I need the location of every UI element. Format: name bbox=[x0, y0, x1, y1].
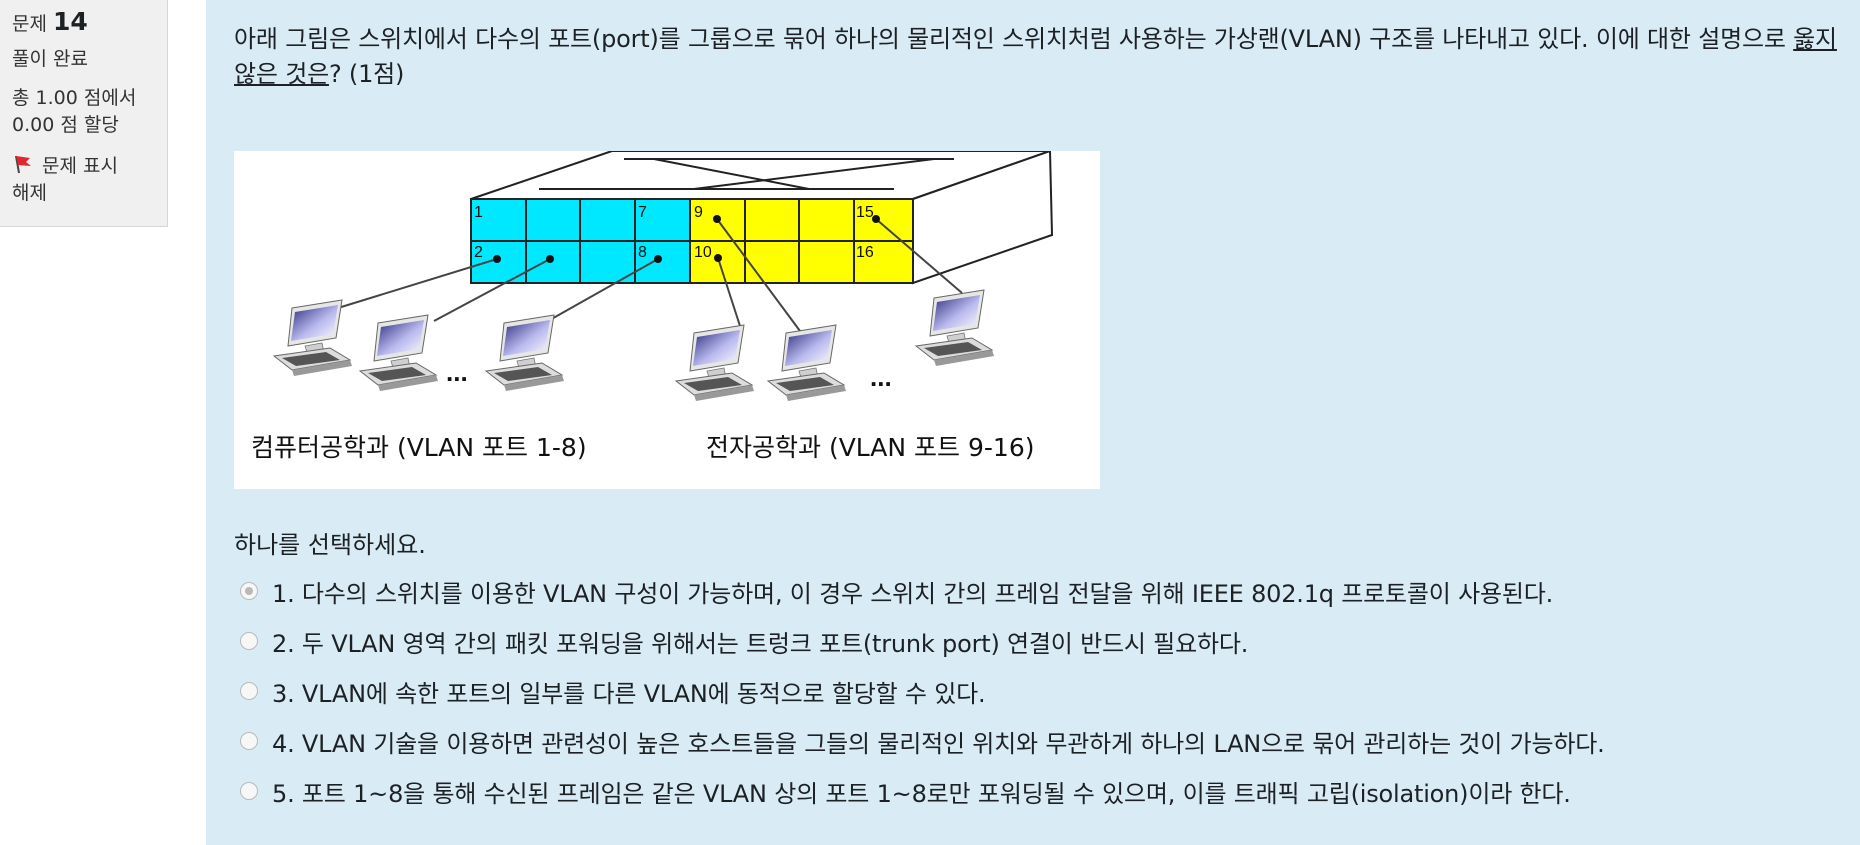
port-label-15: 15 bbox=[856, 204, 874, 221]
question-content: 아래 그림은 스위치에서 다수의 포트(port)를 그룹으로 묶어 하나의 물… bbox=[206, 0, 1860, 845]
question-grade: 총 1.00 점에서 0.00 점 할당 bbox=[12, 85, 155, 139]
answer-radio-4[interactable] bbox=[240, 732, 258, 750]
answer-label-1: 1. 다수의 스위치를 이용한 VLAN 구성이 가능하며, 이 경우 스위치 … bbox=[272, 579, 1554, 608]
question-text-part2: ? (1점) bbox=[328, 60, 405, 88]
answer-prompt: 하나를 선택하세요. bbox=[234, 531, 426, 559]
answer-label-3: 3. VLAN에 속한 포트의 일부를 다른 VLAN에 동적으로 할당할 수 … bbox=[272, 679, 986, 708]
grade-line-1: 총 1.00 점에서 bbox=[12, 87, 137, 109]
vlan-diagram: 1 2 7 8 9 10 15 16 bbox=[251, 151, 1054, 462]
answer-label-2: 2. 두 VLAN 영역 간의 패킷 포워딩을 위해서는 트렁크 포트(trun… bbox=[272, 629, 1249, 658]
port-dots bbox=[493, 215, 880, 263]
grade-line-2: 0.00 점 할당 bbox=[12, 114, 119, 136]
port-label-7: 7 bbox=[638, 204, 647, 221]
answer-radio-5[interactable] bbox=[240, 782, 258, 800]
question-label: 문제 bbox=[12, 13, 47, 35]
group-label-right: 전자공학과 (VLAN 포트 9-16) bbox=[706, 433, 1035, 462]
question-text-emphasis: 옳지 않은 것은 bbox=[234, 25, 1837, 88]
ellipsis-left: ... bbox=[446, 357, 468, 387]
answer-option-3[interactable]: 3. VLAN에 속한 포트의 일부를 다른 VLAN에 동적으로 할당할 수 … bbox=[240, 666, 1605, 716]
answer-label-5: 5. 포트 1~8을 통해 수신된 프레임은 같은 VLAN 상의 포트 1~8… bbox=[272, 779, 1571, 808]
flag-label-line-2: 해제 bbox=[12, 182, 47, 204]
port-label-1: 1 bbox=[474, 204, 483, 221]
question-state: 풀이 완료 bbox=[12, 48, 88, 70]
port-label-8: 8 bbox=[638, 244, 647, 261]
computer-icon bbox=[485, 314, 565, 392]
answer-option-4[interactable]: 4. VLAN 기술을 이용하면 관련성이 높은 호스트들을 그들의 물리적인 … bbox=[240, 716, 1605, 766]
answer-option-1[interactable]: 1. 다수의 스위치를 이용한 VLAN 구성이 가능하며, 이 경우 스위치 … bbox=[240, 566, 1605, 616]
question-number-value: 14 bbox=[52, 7, 88, 36]
vlan-figure: 1 2 7 8 9 10 15 16 bbox=[234, 151, 1100, 489]
port-label-16: 16 bbox=[856, 244, 874, 261]
cables bbox=[337, 218, 963, 332]
answer-label-4: 4. VLAN 기술을 이용하면 관련성이 높은 호스트들을 그들의 물리적인 … bbox=[272, 729, 1605, 758]
answer-radio-1[interactable] bbox=[240, 582, 258, 600]
answer-list: 1. 다수의 스위치를 이용한 VLAN 구성이 가능하며, 이 경우 스위치 … bbox=[240, 566, 1605, 816]
flag-icon bbox=[15, 155, 31, 174]
computer-icon bbox=[767, 324, 847, 402]
group-label-left: 컴퓨터공학과 (VLAN 포트 1-8) bbox=[251, 433, 587, 462]
answer-option-5[interactable]: 5. 포트 1~8을 통해 수신된 프레임은 같은 VLAN 상의 포트 1~8… bbox=[240, 766, 1605, 816]
question-text: 아래 그림은 스위치에서 다수의 포트(port)를 그룹으로 묶어 하나의 물… bbox=[234, 22, 1860, 92]
ellipsis-right: ... bbox=[870, 362, 892, 392]
computer-icon bbox=[273, 299, 353, 377]
switch-box: 1 2 7 8 9 10 15 16 bbox=[470, 151, 1054, 285]
answer-option-2[interactable]: 2. 두 VLAN 영역 간의 패킷 포워딩을 위해서는 트렁크 포트(trun… bbox=[240, 616, 1605, 666]
question-text-part1: 아래 그림은 스위치에서 다수의 포트(port)를 그룹으로 묶어 하나의 물… bbox=[234, 25, 1794, 53]
computer-icon bbox=[915, 289, 995, 367]
computer-icon bbox=[675, 324, 755, 402]
computer-icon bbox=[359, 314, 439, 392]
port-label-10: 10 bbox=[694, 244, 712, 261]
flag-label-line-1: 문제 표시 bbox=[42, 155, 118, 177]
port-label-2: 2 bbox=[474, 244, 483, 261]
answer-radio-2[interactable] bbox=[240, 632, 258, 650]
flag-question-link[interactable]: 문제 표시 해제 bbox=[12, 153, 155, 207]
answer-radio-3[interactable] bbox=[240, 682, 258, 700]
port-label-9: 9 bbox=[694, 204, 703, 221]
